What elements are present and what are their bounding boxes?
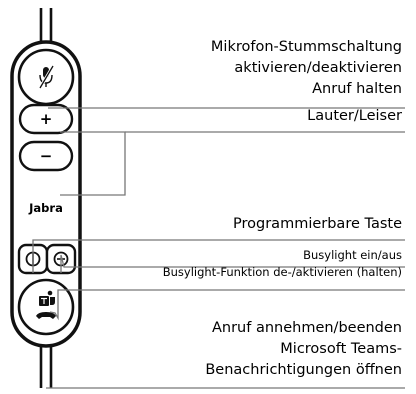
volume-down-symbol: − — [40, 147, 53, 165]
callout-lines — [32, 107, 405, 389]
teams-callout: Anruf annehmen/beenden Microsoft Teams- … — [205, 318, 402, 381]
mute-callout-line-3: Anruf halten — [312, 81, 402, 97]
microsoft-teams-phone-icon — [36, 290, 56, 319]
teams-button[interactable] — [17, 278, 75, 336]
mute-callout-line-2: aktivieren/deaktivieren — [234, 60, 402, 76]
busylight-callout-line-2: Busylight-Funktion de-/aktivieren (halte… — [162, 265, 402, 279]
programmable-callout-text: Programmierbare Taste — [233, 216, 402, 232]
mute-callout-line-1: Mikrofon-Stummschaltung — [210, 39, 402, 55]
teams-callout-line-3: Benachrichtigungen öffnen — [205, 362, 402, 378]
teams-callout-line-1: Anruf annehmen/beenden — [211, 320, 402, 336]
busylight-callout-line-1: Busylight ein/aus — [303, 248, 402, 262]
teams-callout-line — [49, 289, 405, 321]
teams-callout-line-2: Microsoft Teams- — [280, 341, 402, 357]
mute-callout: Mikrofon-Stummschaltung aktivieren/deakt… — [211, 37, 402, 100]
volume-down-button[interactable]: − — [18, 140, 74, 172]
programmable-callout: Programmierbare Taste — [233, 214, 402, 235]
bottom-cable — [39, 340, 53, 388]
top-cable — [39, 8, 53, 44]
programmable-callout-line — [32, 239, 405, 273]
busylight-callout: Busylight ein/aus Busylight-Funktion de-… — [163, 247, 402, 281]
volume-callout: Lauter/Leiser — [307, 106, 402, 127]
volume-callout-text: Lauter/Leiser — [307, 108, 402, 124]
mute-button[interactable] — [17, 48, 75, 106]
volume-callout-line — [60, 131, 126, 196]
brand-logo: Jabra — [28, 201, 63, 215]
busylight-callout-line — [60, 254, 405, 273]
mute-icon — [38, 65, 55, 89]
volume-up-symbol: + — [40, 110, 53, 128]
volume-up-button[interactable]: + — [18, 103, 74, 135]
